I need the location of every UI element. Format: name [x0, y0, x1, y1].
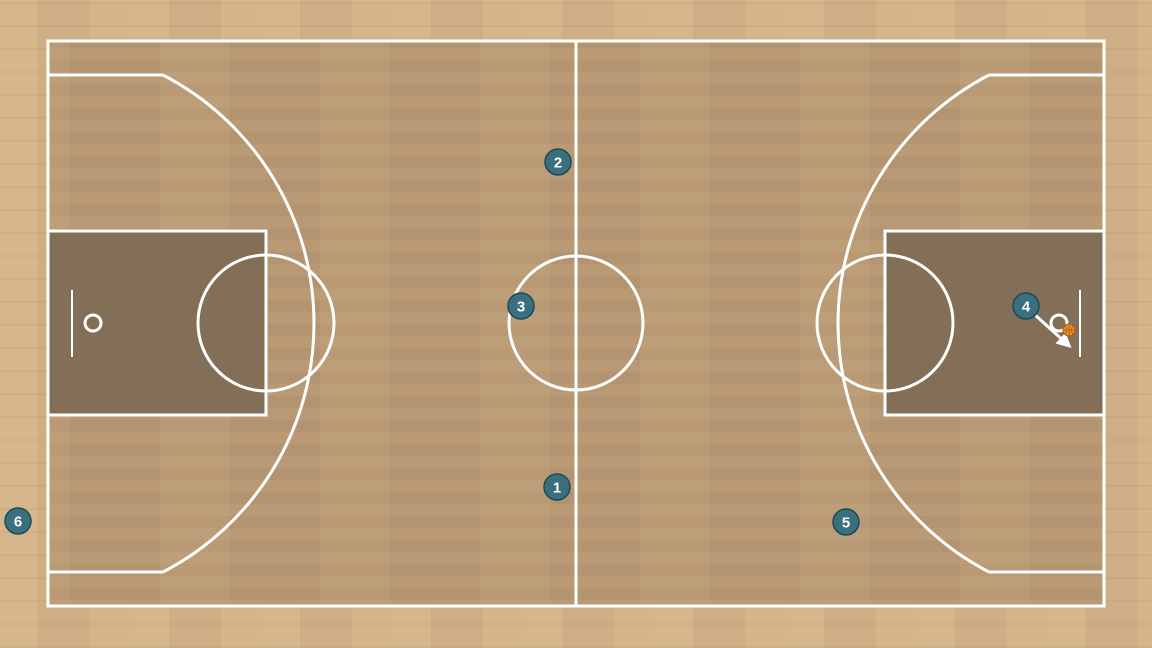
player-marker[interactable]: 1 [543, 473, 571, 501]
player-marker[interactable]: 4 [1012, 292, 1040, 320]
left-free-throw-circle [196, 253, 336, 393]
player-marker[interactable]: 3 [507, 292, 535, 320]
court-lines [46, 39, 1106, 608]
left-paint [48, 231, 266, 415]
right-free-throw-circle [815, 253, 955, 393]
player-marker[interactable]: 6 [4, 507, 32, 535]
left-three-point-arc [162, 73, 316, 574]
player-label: 2 [554, 155, 562, 172]
player-label: 1 [553, 480, 561, 497]
player-marker[interactable]: 2 [544, 148, 572, 176]
right-paint [885, 231, 1104, 415]
player-marker[interactable]: 5 [832, 508, 860, 536]
right-key-outline [883, 229, 1106, 417]
left-hoop [83, 313, 103, 333]
player-label: 6 [14, 514, 22, 531]
basketball-icon[interactable] [1062, 323, 1076, 337]
right-three-point-arc [836, 73, 990, 574]
right-hoop [1049, 313, 1069, 333]
left-key-outline [46, 229, 268, 417]
arrow-icon [1032, 312, 1072, 349]
center-circle [507, 254, 645, 392]
player-label: 4 [1022, 299, 1031, 316]
player-label: 3 [517, 299, 525, 316]
player-label: 5 [842, 515, 850, 532]
